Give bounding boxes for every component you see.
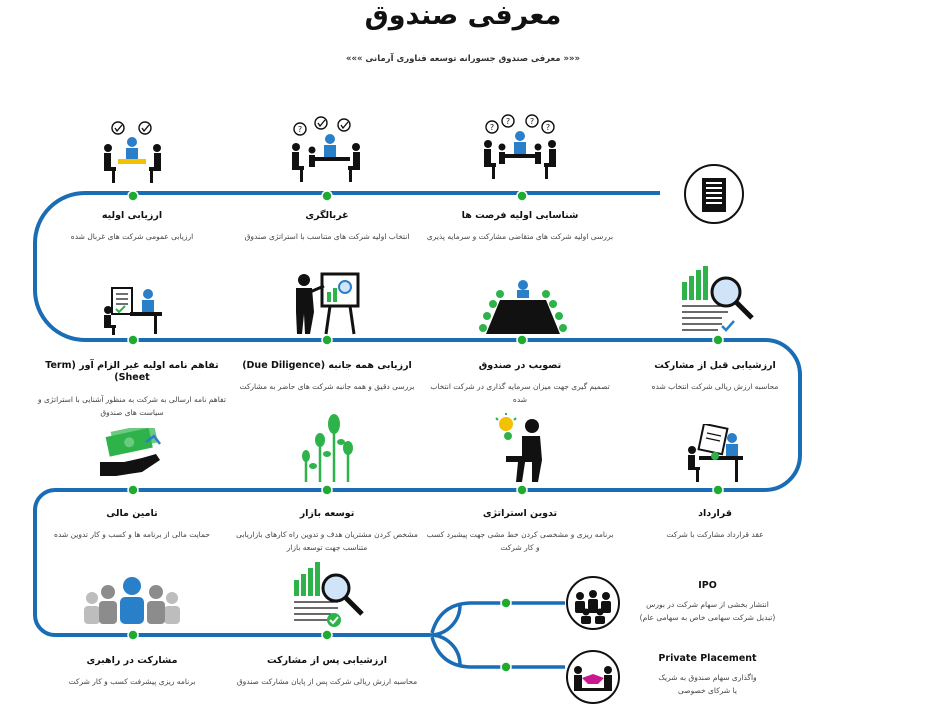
meeting-group-icon: ? (292, 116, 360, 182)
step-title: قرارداد (698, 508, 732, 519)
step-description: عقد قرارداد مشارکت با شرکت (666, 530, 764, 540)
step-post-valuation: ارزشیابی پس از مشارکت محاسبه ارزش ریالی … (232, 655, 422, 688)
meeting-group-icon: ???? (484, 114, 556, 179)
branch-description: واگذاری سهام صندوق به شریک (658, 673, 757, 682)
boardroom-icon (479, 280, 567, 334)
svg-text:?: ? (506, 117, 510, 126)
branch-description: یا شرکای خصوصی (678, 686, 737, 696)
step-title: تدوین استراتژی (482, 508, 558, 519)
step-title: تفاهم نامه اولیه غیر الزام آور (Term She… (45, 360, 219, 384)
branch-ipo: IPO انتشار بخشی از سهام شرکت در بورس (تب… (620, 580, 795, 624)
dot-step-1 (516, 190, 528, 202)
step-title: ارزیابی همه جانبه (Due Diligence) (242, 360, 412, 371)
report-magnifier-icon (294, 562, 364, 627)
svg-text:?: ? (530, 117, 534, 126)
crowd-circle-icon (566, 576, 620, 630)
dot-branch-private (500, 661, 512, 673)
dot-step-11 (127, 484, 139, 496)
step-description: ارزیابی عمومی شرکت های غربال شده (70, 232, 194, 242)
step-title: شناسایی اولیه فرصت ها (461, 210, 579, 221)
dot-step-2 (321, 190, 333, 202)
branch-description: انتشار بخشی از سهام شرکت در بورس (646, 600, 769, 609)
step-pre-valuation: ارزشیابی قبل از مشارکت محاسبه ارزش ریالی… (620, 360, 810, 393)
step-title: غربالگری (305, 210, 349, 221)
dot-step-7 (127, 334, 139, 346)
step-title: ارزشیابی قبل از مشارکت (654, 360, 776, 371)
step-governance-participation: مشارکت در راهبری برنامه ریزی پیشرفت کسب … (37, 655, 227, 688)
dot-step-12 (321, 629, 333, 641)
thinking-person-icon (495, 413, 542, 482)
desk-checklist-icon (104, 287, 162, 335)
step-description: محاسبه ارزش ریالی شرکت انتخاب شده (651, 382, 779, 392)
svg-text:?: ? (546, 123, 550, 132)
growth-plants-icon (302, 414, 353, 482)
step-due-diligence: ارزیابی همه جانبه (Due Diligence) بررسی … (232, 360, 422, 393)
step-title: تامین مالی (106, 508, 158, 519)
step-description: برنامه ریزی پیشرفت کسب و کار شرکت (68, 677, 196, 687)
step-fund-approval: تصویب در صندوق تصمیم گیری جهت میزان سرما… (425, 360, 615, 407)
step-term-sheet: تفاهم نامه اولیه غیر الزام آور (Term She… (37, 360, 227, 419)
step-title: توسعه بازار (299, 508, 355, 519)
step-description: مشخص کردن مشتریان هدف و تدوین راه کارهای… (236, 530, 418, 553)
step-screening: غربالگری انتخاب اولیه شرکت های متناسب با… (232, 210, 422, 243)
step-initial-evaluation: ارزیابی اولیه ارزیابی عمومی شرکت های غرب… (37, 210, 227, 243)
svg-text:?: ? (490, 123, 494, 132)
report-magnifier-icon (682, 266, 754, 332)
dot-step-13 (127, 629, 139, 641)
step-description: حمایت مالی از برنامه ها و کسب و کار تدوی… (54, 530, 210, 540)
meeting-group-icon (104, 121, 161, 183)
step-description: برنامه ریزی و مشخصی کردن خط مشی جهت پیشب… (426, 530, 614, 553)
step-description: محاسبه ارزش ریالی شرکت پس از پایان مشارک… (236, 677, 418, 687)
step-title: مشارکت در راهبری (86, 655, 178, 666)
page-subtitle: ««« معرفی صندوق جسورانه توسعه فناوری آرم… (346, 54, 580, 64)
branch-title: Private Placement (658, 653, 757, 664)
step-strategy: تدوین استراتژی برنامه ریزی و مشخصی کردن … (425, 508, 615, 555)
dot-step-6 (321, 334, 333, 346)
step-title: تصویب در صندوق (478, 360, 562, 371)
step-title: ارزشیابی پس از مشارکت (267, 655, 387, 666)
building-icon (684, 164, 744, 224)
step-description: بررسی دقیق و همه جانبه شرکت های حاضر به … (239, 382, 415, 392)
page-title: معرفی صندوق (364, 0, 562, 31)
dot-step-4 (712, 334, 724, 346)
step-contract: قرارداد عقد قرارداد مشارکت با شرکت (620, 508, 810, 541)
svg-text:?: ? (298, 125, 302, 134)
dot-step-9 (516, 484, 528, 496)
step-market-development: توسعه بازار مشخص کردن مشتریان هدف و تدوی… (232, 508, 422, 555)
contract-signing-icon (688, 424, 743, 482)
dot-step-3 (127, 190, 139, 202)
branch-private-placement: Private Placement واگذاری سهام صندوق به … (620, 653, 795, 697)
crowd-icon (84, 577, 180, 624)
step-description: بررسی اولیه شرکت های متقاضی مشارکت و سرم… (426, 232, 614, 242)
dot-step-8 (712, 484, 724, 496)
branch-description: (تبدیل شرکت سهامی خاص به سهامی عام) (639, 613, 776, 623)
dot-step-5 (516, 334, 528, 346)
step-financing: تامین مالی حمایت مالی از برنامه ها و کسب… (37, 508, 227, 541)
step-description: تصمیم گیری جهت میزان سرمایه گذاری در شرک… (430, 382, 610, 405)
step-description: انتخاب اولیه شرکت های متناسب با استراتژی… (244, 232, 410, 242)
dot-branch-ipo (500, 597, 512, 609)
step-title: ارزیابی اولیه (101, 210, 163, 221)
presentation-icon (296, 272, 360, 335)
step-opportunity-identification: شناسایی اولیه فرصت ها بررسی اولیه شرکت ه… (425, 210, 615, 243)
dot-step-10 (321, 484, 333, 496)
money-hand-icon (100, 428, 161, 476)
step-description: تفاهم نامه ارسالی به شرکت به منظور آشنای… (38, 394, 226, 417)
branch-title: IPO (698, 580, 717, 591)
handshake-circle-icon (566, 650, 620, 704)
